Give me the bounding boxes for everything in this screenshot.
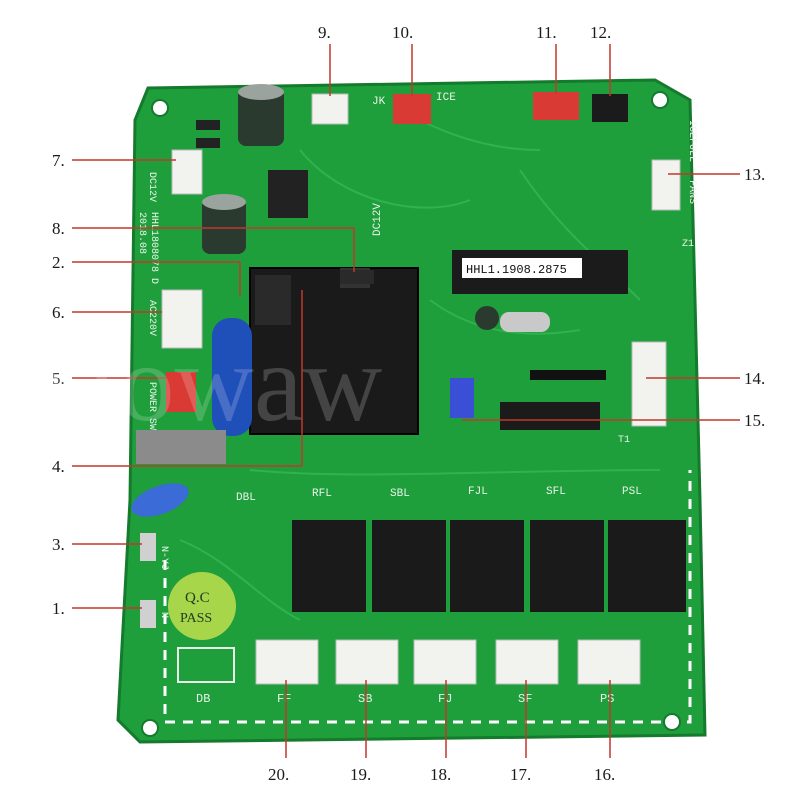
relay-sf [530, 520, 604, 612]
callout-9: 9. [318, 23, 331, 42]
silk-dc12v: DC12V [372, 203, 384, 236]
diode [196, 138, 220, 148]
connector-18 [413, 639, 477, 685]
connector-6 [161, 289, 203, 349]
callout-4: 4. [52, 457, 65, 476]
silk-fj: FJ [438, 692, 452, 706]
qc-line2: PASS [180, 611, 212, 626]
connector-13 [651, 159, 681, 211]
silk-sbl: SBL [390, 488, 410, 500]
connector-17 [495, 639, 559, 685]
callout-8: 8. [52, 219, 65, 238]
watermark: Howaw [40, 322, 382, 444]
silk-power-sw: POWER SW [146, 382, 157, 430]
jumper-8 [340, 270, 374, 284]
pcb-dashed-border [163, 470, 692, 724]
terminal-1 [140, 600, 156, 628]
silk-rfl: RFL [312, 488, 332, 500]
crystal [500, 312, 550, 332]
connector-16 [577, 639, 641, 685]
connector-11 [533, 92, 579, 120]
silk-sf: SF [518, 692, 532, 706]
callout-19: 19. [350, 765, 371, 784]
blue-varistor [131, 483, 189, 517]
silk-ac220v: AC220V [146, 300, 157, 336]
small-capacitor [475, 306, 499, 330]
driver-chip [500, 402, 600, 430]
silk-jk: JK [372, 96, 386, 108]
silk-sfl: SFL [546, 486, 566, 498]
connector-10 [393, 94, 431, 124]
callout-lines [72, 44, 740, 758]
mount-hole [141, 719, 159, 737]
mount-hole [151, 99, 169, 117]
qc-pass-sticker [168, 572, 236, 640]
blue-x-capacitor [212, 318, 252, 436]
callout-17: 17. [510, 765, 531, 784]
terminal-3 [140, 533, 156, 561]
relay-fj [450, 520, 524, 612]
callout-2: 2. [52, 253, 65, 272]
connector-14 [631, 341, 667, 427]
callout-1: 1. [52, 599, 65, 618]
silk-nl: N-YJ [158, 546, 169, 570]
callout-14: 14. [744, 369, 765, 388]
relay-ff [292, 520, 366, 612]
callout-11: 11. [536, 23, 557, 42]
silk-model: HHL1808078 D [148, 212, 159, 284]
callout-5: 5. [52, 369, 65, 388]
callout-15: 15. [744, 411, 765, 430]
qc-line1: Q.C [185, 590, 210, 606]
callout-6: 6. [52, 303, 65, 322]
db-pad [177, 647, 235, 683]
callout-10: 10. [392, 23, 413, 42]
connector-15 [450, 378, 474, 418]
silk-sb: SB [358, 692, 372, 706]
connector-5 [166, 372, 196, 412]
callout-12: 12. [590, 23, 611, 42]
connector-12 [592, 94, 628, 122]
callout-20: 20. [268, 765, 289, 784]
voltage-regulator [268, 170, 308, 218]
callout-7: 7. [52, 151, 65, 170]
relay-ps [608, 520, 686, 612]
silk-icefull: ICEFULL [686, 120, 697, 162]
silk-fjl: FJL [468, 486, 488, 498]
silk-dc12v-left: DC12V [146, 172, 157, 202]
electrolytic-capacitor [238, 84, 284, 146]
mount-hole [663, 713, 681, 731]
silk-db: DB [196, 692, 210, 706]
silk-date: 2018.08 [136, 212, 147, 254]
electrolytic-capacitor [202, 194, 246, 254]
callout-18: 18. [430, 765, 451, 784]
silk-n: N [158, 612, 169, 618]
silk-psl: PSL [622, 486, 642, 498]
connector-20 [255, 639, 319, 685]
diode [196, 120, 220, 130]
silk-ice: ICE [436, 92, 456, 104]
chip-label: HHL1.1908.2875 [466, 263, 567, 277]
connector-7 [171, 149, 203, 195]
silk-ps: PS [600, 692, 614, 706]
silk-fans: FANS [686, 180, 697, 204]
callout-3: 3. [52, 535, 65, 554]
silk-ff: FF [277, 692, 291, 706]
gray-component [136, 430, 226, 464]
black-strip [530, 370, 606, 380]
mount-hole [651, 91, 669, 109]
callout-13: 13. [744, 165, 765, 184]
connector-9 [311, 93, 349, 125]
relay-sb [372, 520, 446, 612]
relay-terminal [255, 275, 291, 325]
connector-19 [335, 639, 399, 685]
callout-16: 16. [594, 765, 615, 784]
silk-dbl: DBL [236, 492, 256, 504]
silk-t1: T1 [618, 435, 630, 446]
chip-label-sticker [462, 258, 582, 278]
silk-z1: Z1 [682, 239, 694, 250]
